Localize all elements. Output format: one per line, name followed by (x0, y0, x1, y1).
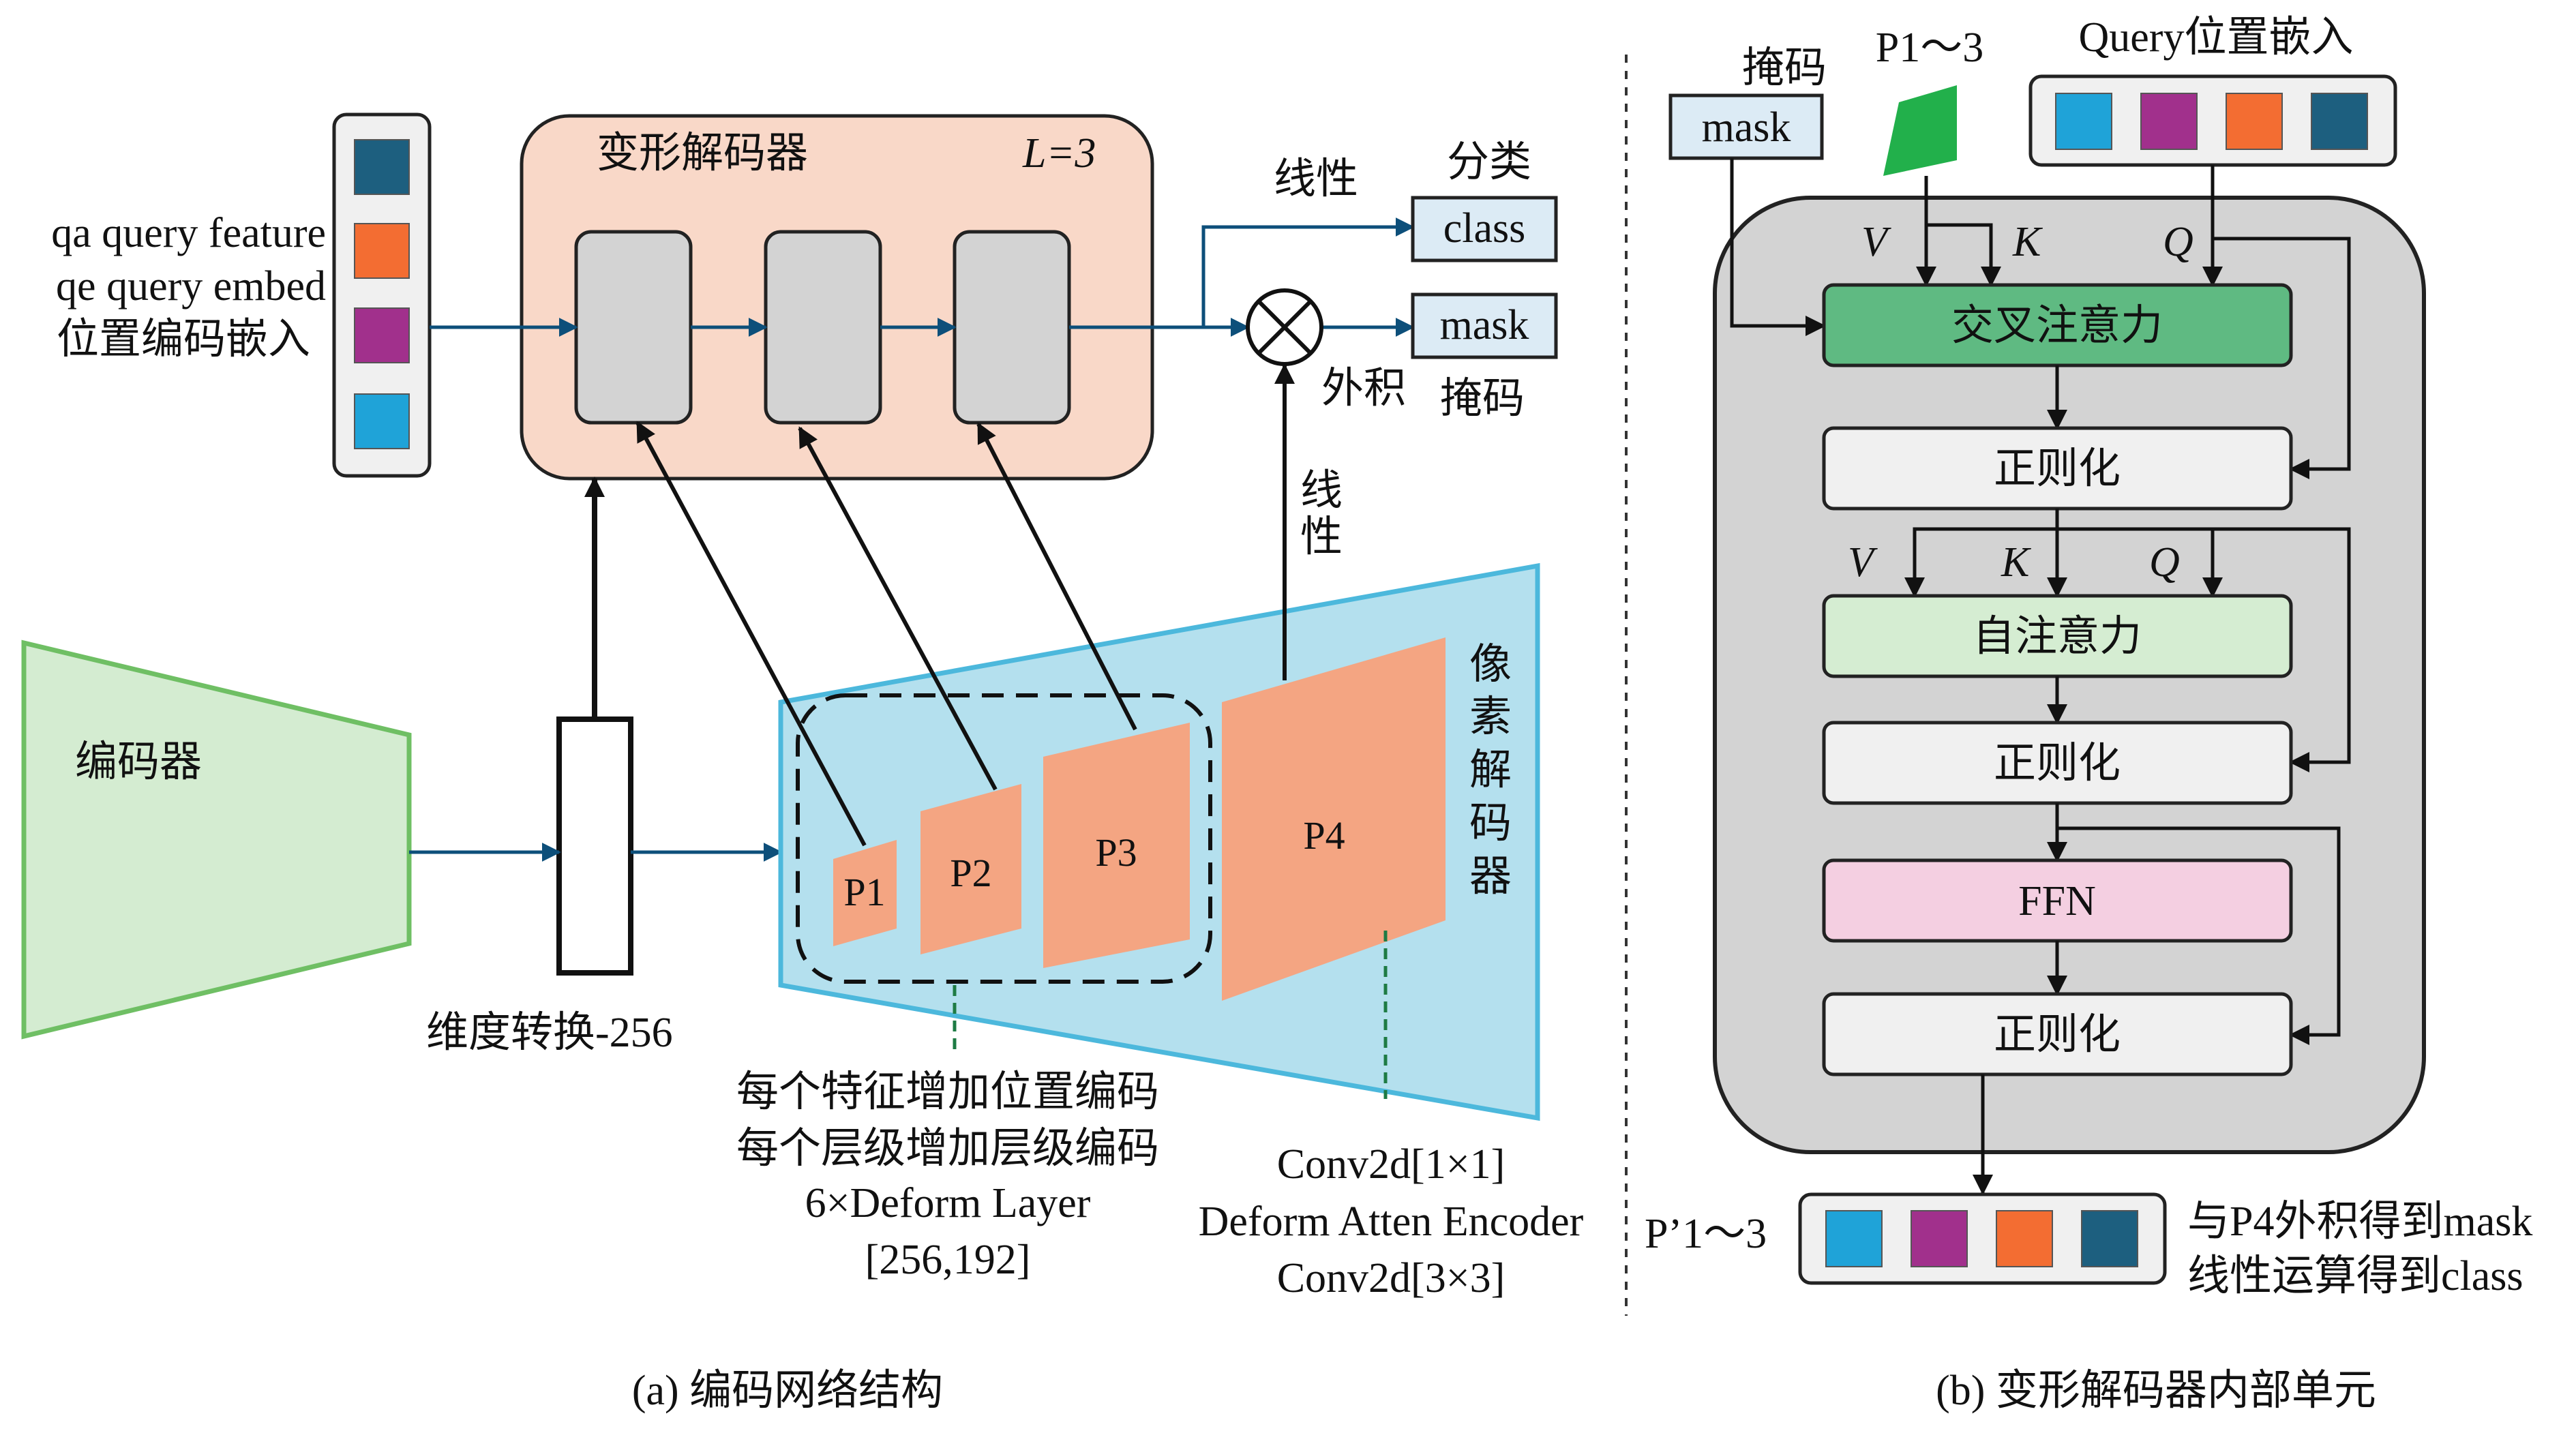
level-p3-shape (1043, 723, 1190, 968)
norm1-label: 正则化 (1994, 446, 2121, 492)
note-left-1: 每个特征增加位置编码 (736, 1069, 1159, 1115)
query-embed-swatch-1 (2055, 93, 2112, 150)
p-input-label: P1～3 (1876, 25, 1983, 71)
level-p3-label: P3 (1095, 830, 1137, 875)
output-strip (1798, 1192, 2167, 1285)
caption-right: (b) 变形解码器内部单元 (1936, 1368, 2376, 1414)
pixel-decoder-char-1: 像 (1469, 642, 1512, 688)
note-right-1: Conv2d[1×1] (1277, 1141, 1506, 1188)
note-right-3: Conv2d[3×3] (1277, 1255, 1506, 1301)
mask-output-label: mask (1440, 302, 1529, 348)
multiscale-group-dashed (796, 693, 1212, 984)
pixel-decoder-char-3: 解 (1469, 747, 1512, 794)
output-swatch-3 (1996, 1210, 2053, 1267)
cross-q-label: Q (2163, 219, 2193, 265)
output-swatch-1 (1825, 1210, 1883, 1267)
cross-k-label: K (2012, 219, 2043, 265)
mask-title: 掩码 (1440, 376, 1525, 422)
norm3-label: 正则化 (1994, 1012, 2121, 1058)
flow-p1-to-layer1 (635, 421, 867, 847)
mask-input-title: 掩码 (1742, 45, 1827, 91)
linear-label-vertical-1: 线 (1300, 468, 1343, 514)
encoder-trapezoid (21, 639, 412, 1040)
output-swatch-4 (2081, 1210, 2138, 1267)
class-title: 分类 (1447, 139, 1531, 185)
dim-transform-box (556, 717, 633, 976)
dim-transform-label: 维度转换-256 (426, 1010, 673, 1056)
pixel-decoder-char-4: 码 (1469, 800, 1512, 847)
decoder-layer-3 (953, 230, 1071, 425)
level-p2-label: P2 (950, 851, 991, 895)
query-label-qe: qe query embed (56, 263, 326, 310)
outer-product-label: 外积 (1321, 365, 1406, 412)
self-attention-label: 自注意力 (1973, 614, 2142, 660)
output-note-2: 线性运算得到class (2187, 1253, 2523, 1299)
mask-output-box (1411, 292, 1558, 359)
query-embed-title: Query位置嵌入 (2079, 14, 2354, 61)
deform-decoder-title: 变形解码器 (597, 130, 808, 177)
flow-to-class (1201, 217, 1415, 327)
flow-norm1-to-self-v (1904, 527, 2057, 598)
level-p2-shape (920, 784, 1021, 954)
class-output-box (1411, 196, 1558, 262)
note-right-2: Deform Atten Encoder (1199, 1198, 1584, 1245)
ffn-label: FFN (2018, 878, 2096, 924)
query-embed-swatch-3 (2226, 93, 2283, 150)
flow-p2-to-layer2 (798, 426, 998, 791)
level-p1-label: P1 (843, 870, 885, 914)
pixel-decoder-char-5: 器 (1469, 854, 1512, 900)
query-swatch-4 (354, 393, 410, 449)
query-swatch-2 (354, 223, 410, 279)
flow-p3-to-layer3 (976, 422, 1137, 731)
norm3-block (1822, 992, 2293, 1076)
note-left-2: 每个层级增加层级编码 (736, 1126, 1159, 1172)
linear-label-vertical-2: 性 (1300, 514, 1343, 560)
mask-input-label: mask (1702, 104, 1791, 151)
query-swatch-3 (354, 307, 410, 363)
level-p4-label: P4 (1303, 813, 1345, 858)
self-k-label: K (2001, 539, 2032, 586)
decoder-layer-2 (764, 230, 882, 425)
note-left-4: [256,192] (865, 1237, 1031, 1283)
mask-input-box (1668, 93, 1824, 160)
level-p1-shape (833, 840, 897, 946)
self-q-label: Q (2149, 539, 2180, 586)
output-swatch-2 (1911, 1210, 1968, 1267)
query-embed-swatch-4 (2311, 93, 2368, 150)
level-p4-shape (1222, 637, 1446, 1001)
self-v-label: V (1848, 539, 1878, 586)
flow-norm1-residual (2213, 527, 2351, 772)
decoder-layer-count: L=3 (1022, 130, 1096, 177)
cross-attention-label: 交叉注意力 (1951, 303, 2163, 349)
output-note-1: 与P4外积得到mask (2187, 1198, 2532, 1245)
query-swatch-1 (354, 139, 410, 195)
query-label-qa: qa query feature (51, 210, 326, 256)
caption-left: (a) 编码网络结构 (632, 1368, 943, 1414)
query-label-pos: 位置编码嵌入 (57, 316, 310, 363)
query-feature-strip (332, 112, 432, 478)
cross-v-label: V (1861, 219, 1891, 265)
output-label: P’1～3 (1645, 1211, 1767, 1257)
note-left-3: 6×Deform Layer (805, 1180, 1091, 1226)
class-output-label: class (1443, 205, 1526, 252)
flow-p-to-cross-k (1926, 223, 2001, 287)
flow-mask-to-cross (1730, 158, 1826, 336)
outer-product-cross-b (1257, 299, 1313, 355)
flow-query-residual-1 (2213, 237, 2351, 479)
encoder-label: 编码器 (75, 739, 202, 785)
flow-norm2-residual (2057, 826, 2341, 1045)
linear-label-top: 线性 (1274, 156, 1358, 202)
query-embed-swatch-2 (2140, 93, 2198, 150)
pixel-decoder-char-2: 素 (1469, 694, 1512, 740)
decoder-layer-1 (574, 230, 693, 425)
norm2-label: 正则化 (1994, 740, 2121, 787)
p-input-parallelogram (1883, 85, 1957, 176)
